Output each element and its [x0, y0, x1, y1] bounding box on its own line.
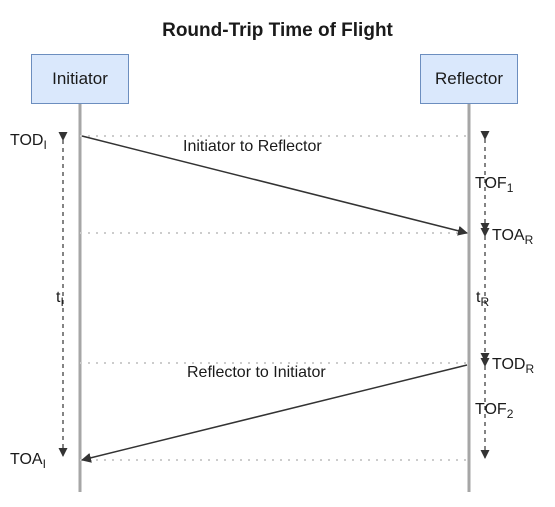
label-toa-reflector: TOAR: [492, 227, 534, 247]
label-tod-initiator: TODI: [10, 132, 47, 152]
initiator-box: Initiator: [31, 54, 129, 104]
label-tod-reflector: TODR: [492, 356, 535, 376]
reflector-label: Reflector: [434, 69, 504, 88]
reflector-box: Reflector: [420, 54, 518, 104]
message-arrow-to-initiator: [81, 364, 468, 463]
label-t-reflector: tR: [476, 289, 490, 309]
message-label-to-initiator: Reflector to Initiator: [187, 364, 326, 381]
diagram-title: Round-Trip Time of Flight: [162, 20, 393, 41]
label-tof1: TOF1: [475, 175, 514, 195]
label-t-initiator: tI: [56, 289, 64, 309]
label-toa-initiator: TOAI: [10, 451, 46, 471]
initiator-label: Initiator: [52, 69, 108, 88]
label-tof2: TOF2: [475, 401, 514, 421]
message-label-to-reflector: Initiator to Reflector: [183, 138, 322, 155]
message-arrow-to-reflector: [81, 135, 468, 236]
